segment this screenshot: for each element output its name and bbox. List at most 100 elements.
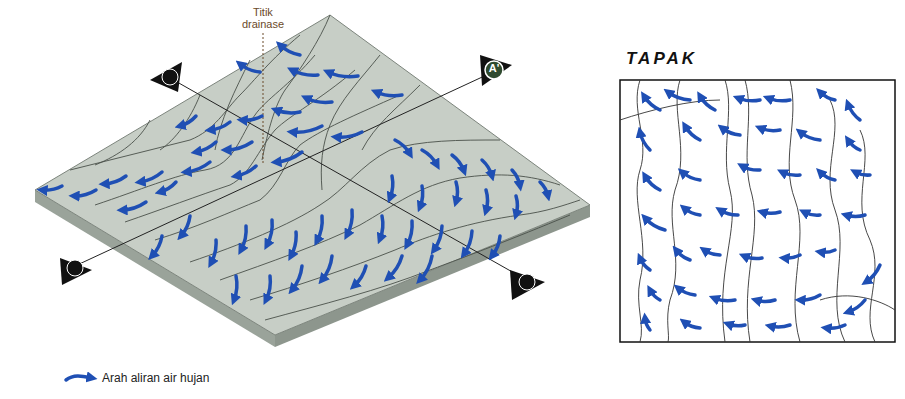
flow-arrow <box>181 216 190 236</box>
flow-arrow <box>492 236 500 256</box>
flow-arrow <box>668 92 690 100</box>
section-label: A' <box>484 62 504 74</box>
flow-arrow <box>700 96 715 110</box>
flow-arrow <box>328 72 358 77</box>
flow-arrow <box>866 265 880 282</box>
flow-arrow <box>380 216 383 239</box>
flow-arrow <box>540 182 548 196</box>
flow-arrow <box>464 231 472 254</box>
flow-arrow <box>276 110 300 113</box>
contour <box>250 200 580 300</box>
flow-arrow <box>291 232 296 256</box>
site-contours <box>620 80 895 342</box>
flow-arrow <box>782 172 800 175</box>
flow-arrow <box>420 186 423 207</box>
flow-arrow <box>800 132 820 140</box>
flow-arrow <box>645 176 660 190</box>
contour <box>160 95 200 150</box>
section-line <box>75 72 493 266</box>
flow-arrow <box>422 150 437 165</box>
flow-arrow <box>486 190 488 211</box>
contour <box>70 35 300 170</box>
contour <box>95 55 315 205</box>
section-line <box>170 78 530 282</box>
flow-arrow <box>336 132 362 137</box>
flow-arrow <box>804 212 820 215</box>
contour <box>637 80 643 342</box>
flow-arrow <box>210 122 230 130</box>
contour <box>789 80 800 342</box>
ridge <box>262 15 330 160</box>
flow-arrow <box>376 92 402 96</box>
flow-arrow <box>388 256 402 278</box>
section-marker <box>60 258 92 285</box>
flow-arrow <box>820 92 835 100</box>
flow-arrow <box>347 210 352 235</box>
marker-circle <box>485 61 503 79</box>
flow-arrow <box>678 288 695 295</box>
flow-arrow <box>292 70 318 75</box>
marker-circle <box>67 260 83 276</box>
flow-arrow <box>196 142 216 152</box>
flow-arrow <box>848 140 860 150</box>
contour-lines <box>70 15 580 320</box>
flow-arrow <box>434 226 442 250</box>
flow-arrow <box>122 202 146 210</box>
flow-arrow <box>650 290 660 300</box>
contour <box>745 80 755 342</box>
flow-arrow <box>722 128 740 135</box>
section-marker <box>480 55 512 86</box>
flow-arrow <box>407 221 412 245</box>
flow-arrow <box>644 96 660 110</box>
flow-arrow <box>685 126 700 140</box>
flow-arrow <box>395 140 410 154</box>
legend-sample <box>66 376 92 380</box>
flow-arrow <box>292 126 322 132</box>
flow-arrow <box>236 166 256 176</box>
flow-arrow <box>714 298 735 301</box>
leader-line <box>263 33 264 165</box>
flow-arrow <box>704 250 720 255</box>
flow-arrow <box>684 322 700 328</box>
contour <box>860 130 875 342</box>
marker-triangle <box>510 270 545 300</box>
flow-arrow <box>720 210 738 215</box>
flow-arrow <box>846 215 865 216</box>
flow-arrow <box>267 220 272 245</box>
flow-arrow <box>760 128 780 131</box>
flow-arrow <box>354 266 366 286</box>
flow-arrow <box>306 98 332 102</box>
marker-triangle <box>60 258 92 285</box>
flow-arrow <box>645 318 650 330</box>
flow-arrows <box>42 45 880 330</box>
flow-arrow <box>452 155 464 171</box>
flow-arrow <box>160 182 176 192</box>
contour <box>215 60 250 150</box>
flow-arrow <box>820 250 835 252</box>
contour <box>155 95 400 240</box>
flow-arrow <box>684 208 700 215</box>
flow-arrow <box>738 98 760 101</box>
contour <box>190 140 500 262</box>
flow-arrow <box>728 324 745 326</box>
flow-arrow <box>742 166 760 170</box>
flow-arrow <box>104 176 126 184</box>
section-marker <box>510 270 545 300</box>
marker-circle <box>162 69 178 85</box>
flow-arrow <box>848 104 860 120</box>
flow-arrow <box>242 116 262 120</box>
flow-arrow <box>241 226 246 250</box>
flow-arrow <box>226 142 252 150</box>
flow-arrow <box>74 190 96 196</box>
panel-heading: TAPAK <box>626 50 776 69</box>
flow-arrow <box>152 236 162 256</box>
section-marker <box>150 62 182 92</box>
flow-arrow <box>682 172 700 180</box>
flow-arrow <box>770 325 790 327</box>
flow-arrow <box>762 212 780 213</box>
flow-arrow <box>848 300 865 312</box>
flow-arrow <box>42 186 62 190</box>
flow-arrow <box>211 240 216 263</box>
flow-arrow <box>420 256 432 280</box>
